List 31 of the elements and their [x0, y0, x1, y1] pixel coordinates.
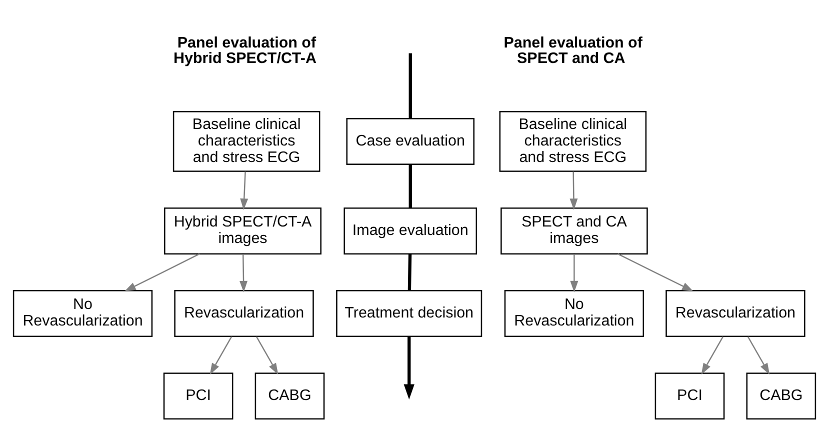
- node-box: PCI: [654, 372, 725, 420]
- node-box: Baseline clinical characteristics and stress ECG: [499, 110, 647, 172]
- node-box: Image evaluation: [344, 208, 478, 254]
- node-box: Treatment decision: [336, 290, 482, 338]
- node-box: Revascularization: [666, 290, 806, 338]
- label: Panel evaluation of Hybrid SPECT/CT-A: [174, 34, 316, 67]
- connector: [408, 164, 412, 208]
- node-box: Hybrid SPECT/CT-A images: [164, 208, 322, 254]
- arrow: [256, 336, 278, 375]
- node-box: SPECT and CA images: [500, 208, 648, 254]
- arrow: [570, 254, 578, 292]
- node-box: CABG: [746, 372, 816, 420]
- node-box: No Revascularization: [504, 290, 644, 338]
- connector: [408, 53, 412, 118]
- arrow: [210, 336, 232, 375]
- node-box: Revascularization: [174, 290, 314, 338]
- node-box: No Revascularization: [12, 290, 153, 338]
- arrow: [618, 253, 694, 292]
- node-box: PCI: [163, 372, 234, 420]
- label: Panel evaluation of SPECT and CA: [504, 34, 642, 67]
- arrow: [701, 336, 724, 375]
- node-box: CABG: [254, 372, 325, 420]
- arrow: [747, 336, 770, 375]
- arrow: [240, 254, 248, 292]
- arrow: [124, 253, 200, 292]
- arrow: [404, 336, 414, 400]
- arrow: [570, 172, 578, 210]
- node-box: Case evaluation: [346, 118, 474, 165]
- connector: [408, 254, 412, 290]
- arrow: [240, 172, 248, 210]
- node-box: Baseline clinical characteristics and stress ECG: [172, 110, 320, 172]
